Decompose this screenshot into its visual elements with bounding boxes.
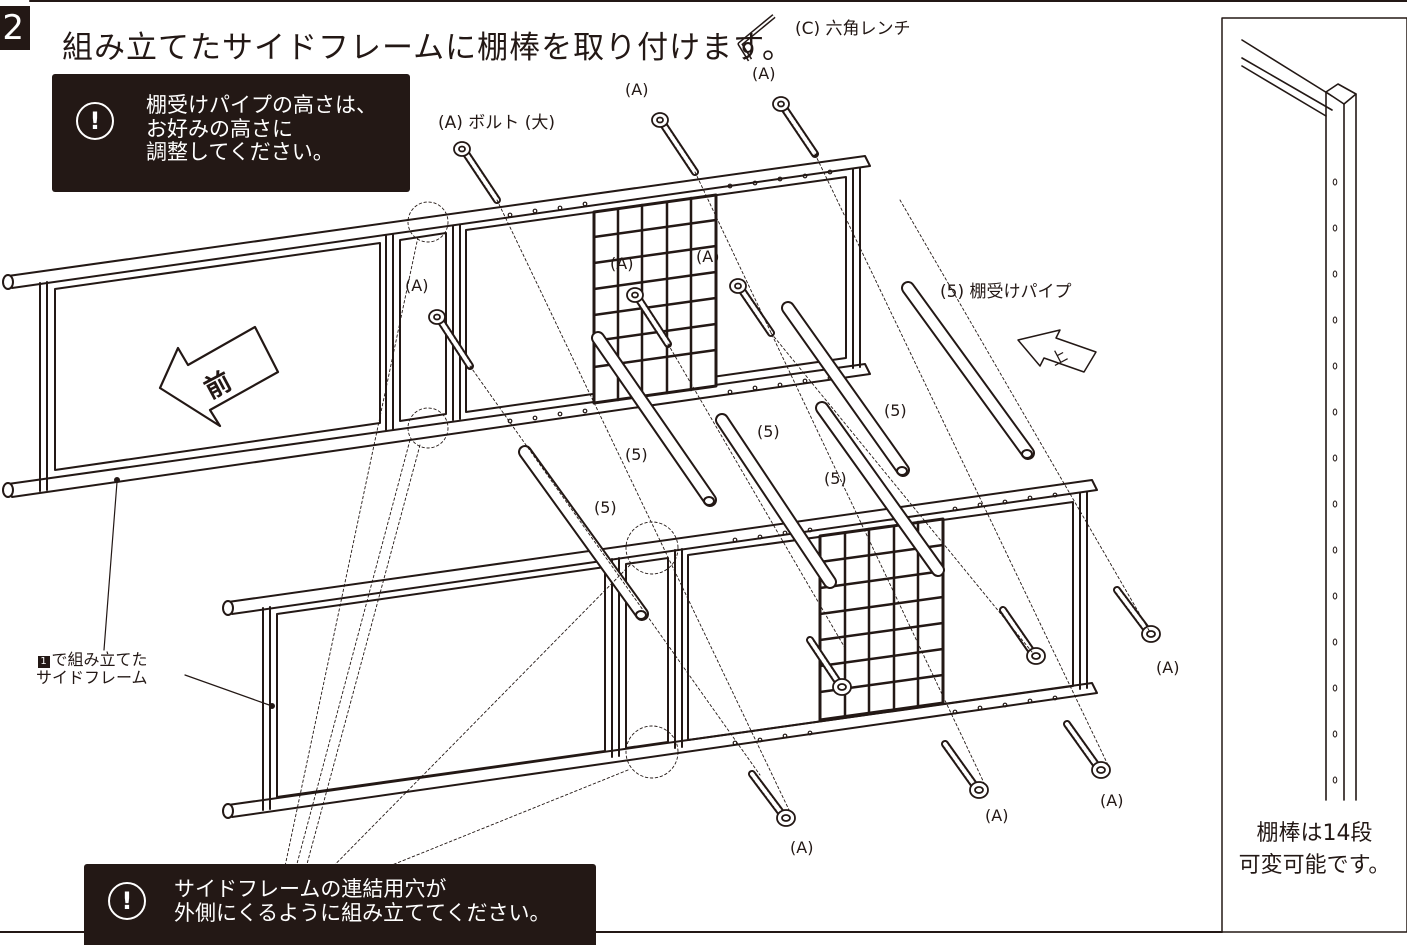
bolt-7: [1113, 586, 1161, 643]
height-adjust-note-text: 棚受けパイプの高さは、 お好みの高さに 調整してください。: [146, 93, 377, 165]
side-panel-frame: [1221, 17, 1407, 933]
bolt-label: (A): [1100, 791, 1124, 810]
top-arrow-label: 上: [1047, 345, 1070, 369]
bolt-3: [772, 96, 819, 158]
bolt-label: (A): [405, 276, 429, 295]
bolt-10: [1063, 720, 1111, 779]
bolt-label: (A): [985, 806, 1009, 825]
side-panel-caption: 棚棒は14段 可変可能です。: [1222, 818, 1407, 882]
warning-icon: !: [108, 882, 146, 920]
top-direction-arrow: [1017, 329, 1097, 373]
step-number: 2: [0, 6, 30, 50]
tool-label: (C) 六角レンチ: [795, 19, 911, 39]
bolt-11: [941, 740, 989, 799]
pipe-label: (5): [757, 422, 780, 441]
bolts: [428, 96, 1161, 827]
bolt-5: [626, 287, 672, 348]
bolt-1: [453, 141, 501, 204]
guide-lines: [279, 153, 1151, 891]
holes-outside-note-text: サイドフレームの連結用穴が 外側にくるように組み立ててください。: [174, 877, 551, 925]
side-frame-back: [2, 155, 871, 498]
pipe-label: (5): [884, 401, 907, 420]
pipe-label: (5): [625, 445, 648, 464]
frame-reference-line-2: サイドフレーム: [36, 668, 148, 688]
step-ref-badge: 1: [37, 656, 50, 668]
frame-reference-line-1: で組み立てた: [51, 650, 148, 669]
bolt-12: [748, 770, 796, 827]
holes-outside-note: ! サイドフレームの連結用穴が 外側にくるように組み立ててください。: [84, 864, 596, 945]
bolt-9: [806, 636, 852, 696]
bolt-8: [999, 606, 1046, 665]
step-title: 組み立てたサイドフレームに棚棒を取り付けます。: [62, 30, 794, 66]
bolt-label: (A): [752, 64, 776, 83]
leader-lines: [103, 481, 273, 707]
height-adjust-note: ! 棚受けパイプの高さは、 お好みの高さに 調整してください。: [52, 74, 410, 192]
pipe-label: (5): [824, 469, 847, 488]
bolt-label: (A): [696, 247, 720, 266]
bolt-label: (A): [1156, 658, 1180, 677]
bolt-label: (A): [790, 838, 814, 857]
side-frame-front: [222, 479, 1098, 819]
shelf-pipes: [518, 281, 1035, 621]
shelf-pipe-label: (5) 棚受けパイプ: [940, 282, 1072, 302]
side-panel-caption-line-2: 可変可能です。: [1238, 852, 1391, 878]
side-panel-caption-line-1: 棚棒は14段: [1256, 821, 1373, 846]
side-panel-pole: [1241, 39, 1357, 801]
bolt-4: [428, 309, 474, 370]
bolt-large-label: (A) ボルト (大): [438, 113, 555, 133]
bolt-label: (A): [625, 80, 649, 99]
warning-icon: !: [76, 102, 114, 140]
pipe-label: (5): [594, 498, 617, 517]
bolt-2: [651, 112, 699, 176]
bolt-6: [729, 278, 775, 337]
bolt-label: (A): [610, 254, 634, 273]
